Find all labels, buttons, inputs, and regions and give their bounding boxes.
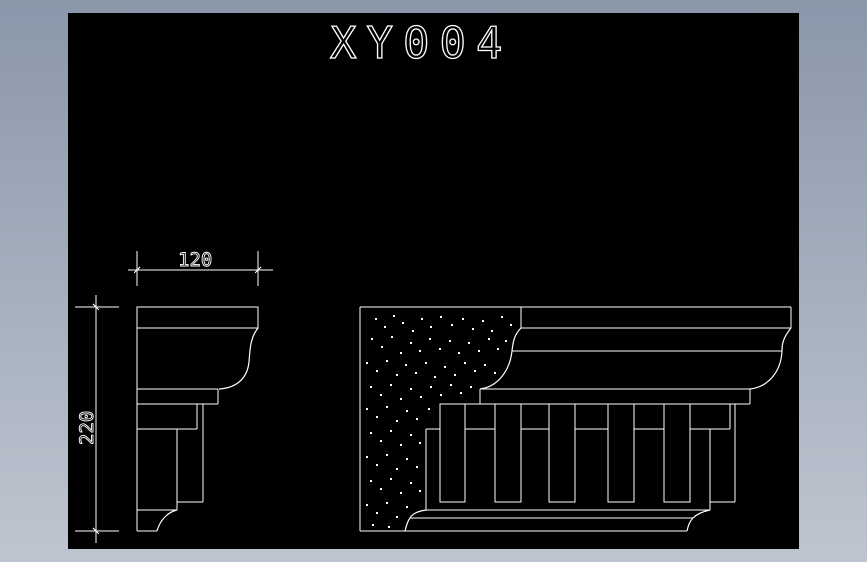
width-dimension: 120 xyxy=(128,249,273,286)
drawing-svg: XY004 120 220 xyxy=(75,17,792,543)
stone-hatch-pattern xyxy=(366,315,512,528)
height-dimension-label: 220 xyxy=(76,411,98,445)
width-dimension-label: 120 xyxy=(178,249,212,271)
cad-drawing-canvas[interactable]: XY004 120 220 xyxy=(68,13,799,549)
front-elevation xyxy=(359,306,792,532)
side-profile: 120 220 xyxy=(75,249,273,543)
height-dimension: 220 xyxy=(75,295,119,543)
drawing-title: XY004 xyxy=(330,18,512,69)
